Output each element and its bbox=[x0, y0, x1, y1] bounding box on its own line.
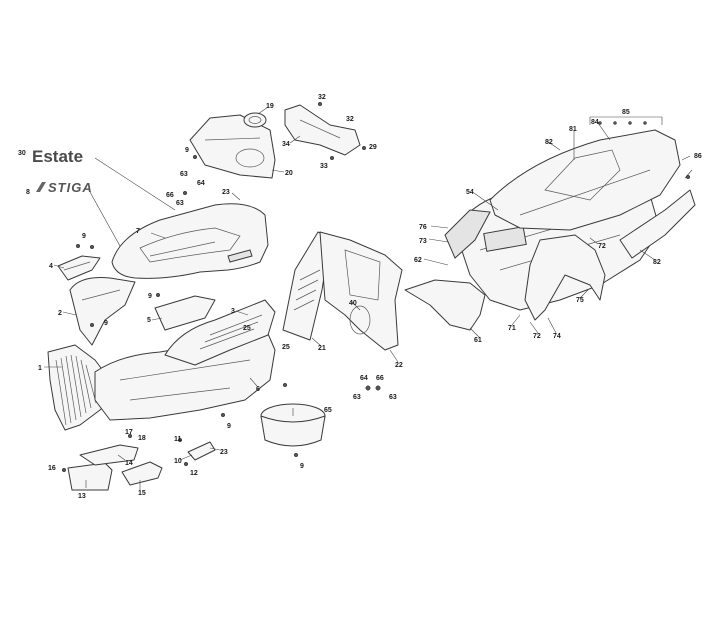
callout-72b: 72 bbox=[533, 333, 541, 340]
callout-25b: 25 bbox=[282, 344, 290, 351]
callout-65: 65 bbox=[324, 407, 332, 414]
callout-23b: 23 bbox=[220, 449, 228, 456]
callout-10: 10 bbox=[174, 458, 182, 465]
rear-left-inner-panel-part bbox=[444, 209, 491, 259]
callout-5: 5 bbox=[147, 317, 151, 324]
callout-33: 33 bbox=[320, 163, 328, 170]
headlight-bracket-part bbox=[57, 255, 101, 281]
callout-32b: 32 bbox=[346, 116, 354, 123]
clip-part-10 bbox=[187, 441, 216, 461]
front-hood-part bbox=[111, 203, 269, 279]
callout-13: 13 bbox=[78, 493, 86, 500]
stiga-logo-text: STIGA bbox=[48, 180, 93, 195]
dash-top-cover-part bbox=[189, 114, 276, 179]
bumper-bracket-part-14 bbox=[79, 444, 139, 466]
callout-61: 61 bbox=[474, 337, 482, 344]
callout-23a: 23 bbox=[222, 189, 230, 196]
callout-9e: 9 bbox=[227, 423, 231, 430]
callout-72a: 72 bbox=[598, 243, 606, 250]
callout-82b: 82 bbox=[653, 259, 661, 266]
side-trim-panel-part bbox=[154, 295, 216, 331]
callout-21: 21 bbox=[318, 345, 326, 352]
side-step-panel-part bbox=[164, 299, 276, 366]
dashboard-main-panel-part bbox=[319, 231, 403, 351]
callout-9a: 9 bbox=[82, 233, 86, 240]
callout-86: 86 bbox=[694, 153, 702, 160]
callout-76: 76 bbox=[419, 224, 427, 231]
callout-64a: 64 bbox=[197, 180, 205, 187]
callout-6: 6 bbox=[256, 386, 260, 393]
callout-3: 3 bbox=[231, 308, 235, 315]
callout-2: 2 bbox=[58, 310, 62, 317]
callout-32a: 32 bbox=[318, 94, 326, 101]
callout-11: 11 bbox=[174, 436, 182, 443]
mount-bracket-part bbox=[284, 104, 361, 156]
left-side-panel-part bbox=[69, 277, 136, 346]
stiga-decal: 8 STIGA bbox=[26, 180, 126, 256]
stiga-swoosh-icon bbox=[36, 182, 46, 192]
rear-lower-fender-part bbox=[404, 279, 486, 331]
rear-right-fender-part bbox=[524, 234, 606, 321]
callout-63b: 63 bbox=[180, 171, 188, 178]
estate-logo-text: Estate bbox=[32, 147, 83, 166]
callout-62: 62 bbox=[414, 257, 422, 264]
callout-74: 74 bbox=[553, 333, 561, 340]
callout-9f: 9 bbox=[300, 463, 304, 470]
callout-9d: 9 bbox=[185, 147, 189, 154]
callout-75: 75 bbox=[576, 297, 584, 304]
estate-decal: 30 Estate bbox=[18, 147, 176, 211]
callout-7: 7 bbox=[136, 228, 140, 235]
callout-63a: 63 bbox=[176, 200, 184, 207]
callout-29: 29 bbox=[369, 144, 377, 151]
callout-14: 14 bbox=[125, 460, 133, 467]
callout-84: 84 bbox=[591, 119, 599, 126]
callout-73: 73 bbox=[419, 238, 427, 245]
callout-82a: 82 bbox=[545, 139, 553, 146]
callout-12: 12 bbox=[190, 470, 198, 477]
callout-25a: 25 bbox=[243, 325, 251, 332]
callout-17: 17 bbox=[125, 429, 133, 436]
rear-top-cover-part bbox=[489, 129, 681, 231]
callout-9b: 9 bbox=[104, 320, 108, 327]
callout-81: 81 bbox=[569, 126, 577, 133]
callout-64b: 64 bbox=[360, 375, 368, 382]
callout-16: 16 bbox=[48, 465, 56, 472]
callout-66b: 66 bbox=[376, 375, 384, 382]
callout-19: 19 bbox=[266, 103, 274, 110]
callout-9c: 9 bbox=[148, 293, 152, 300]
callout-1: 1 bbox=[38, 365, 42, 372]
callout-40: 40 bbox=[349, 300, 357, 307]
callout-63d: 63 bbox=[389, 394, 397, 401]
callout-71: 71 bbox=[508, 325, 516, 332]
callout-34: 34 bbox=[282, 141, 290, 148]
cap-part-19 bbox=[243, 112, 267, 128]
callout-8: 8 bbox=[26, 189, 30, 196]
callout-4: 4 bbox=[49, 263, 53, 270]
leader-lines bbox=[44, 106, 693, 490]
callout-30: 30 bbox=[18, 150, 26, 157]
callout-labels: 1 2 3 4 5 6 7 9 9 9 9 9 9 10 11 12 13 14… bbox=[38, 94, 702, 500]
callout-54: 54 bbox=[466, 189, 474, 196]
fastener-screws bbox=[61, 101, 691, 473]
callout-85: 85 bbox=[622, 109, 630, 116]
callout-63c: 63 bbox=[353, 394, 361, 401]
rear-side-skirt-part bbox=[619, 189, 696, 259]
bumper-bracket-part-15 bbox=[121, 461, 163, 486]
callout-66a: 66 bbox=[166, 192, 174, 199]
bumper-bracket-part-13 bbox=[67, 462, 113, 491]
callout-15: 15 bbox=[138, 490, 146, 497]
callout-20: 20 bbox=[285, 170, 293, 177]
callout-18: 18 bbox=[138, 435, 146, 442]
callout-22: 22 bbox=[395, 362, 403, 369]
